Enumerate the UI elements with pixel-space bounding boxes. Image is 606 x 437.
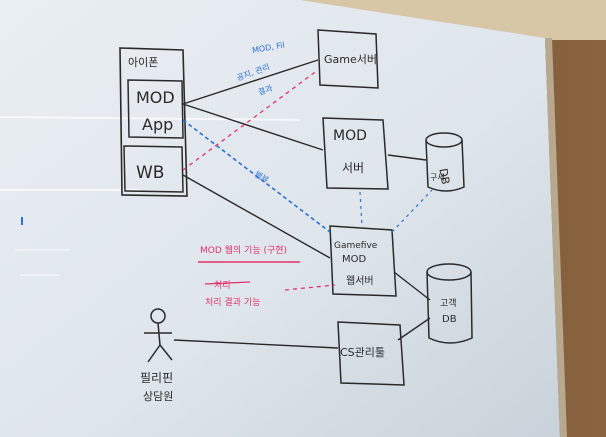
wb-label: WB [136,163,164,183]
mod-app-box [127,79,184,139]
blue-note: 결과 [257,83,275,98]
blue-dashed-lines [359,189,433,233]
db-sublabel: 구세 [430,173,445,182]
member-db-label: DB [442,314,457,325]
whiteboard-surface [0,0,560,437]
db-cylinder-body [425,139,465,192]
red-note: MOD 웹의 기능 (구현) [200,245,287,256]
gamefive-label: Gamefive [334,241,378,251]
red-dashed-lines [182,69,336,291]
red-note: 처리 결과 기능 [205,296,260,308]
cs-tool-box [337,321,405,386]
device-label: 아이폰 [128,56,158,69]
actor-label: 필리핀 [140,371,173,385]
member-db-label: 고객 [440,298,457,309]
red-note: 처리 [214,279,231,291]
blue-connector [182,119,331,233]
game-server-label: Game서버 [324,53,377,66]
wb-box [123,145,184,193]
mod-server-label: 서버 [342,161,364,175]
board-frame-edge [545,38,567,437]
cs-tool-label: CS관리툴 [340,346,385,359]
mod-server-label: MOD [333,128,367,144]
actor-label: 상담원 [143,390,173,403]
glare-line [0,116,301,121]
gamefive-label: MOD [342,254,366,265]
mod-app-label: App [142,115,173,134]
member-db-body [426,271,473,344]
game-server-box [317,29,379,89]
device-box [119,47,188,197]
red-strike [204,281,251,285]
mod-server-box [322,117,389,190]
connector-lines [173,59,431,349]
actor-figure [144,308,173,363]
db-label: DB [436,167,452,185]
mod-app-label: MOD [136,88,175,107]
gamefive-box [329,225,397,297]
gamefive-label: 웹서버 [346,275,374,287]
